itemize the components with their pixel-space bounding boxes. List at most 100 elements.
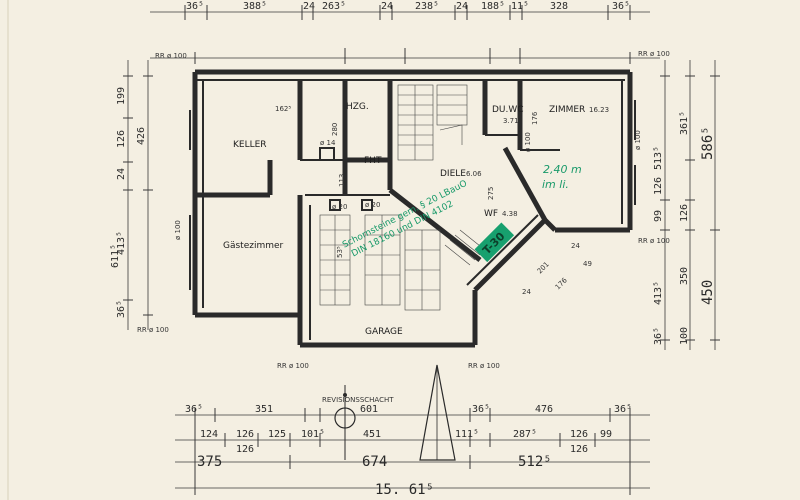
revision-shaft (334, 385, 356, 460)
right-dim-361: 361⁵ (679, 111, 690, 135)
room-wf: WF (484, 209, 498, 219)
right-dim-100: 100 (679, 327, 690, 345)
left-dim-199: 199 (116, 87, 127, 105)
left-dim-24: 24 (116, 168, 127, 180)
top-dim-0: 36⁵ (186, 1, 204, 12)
left-dim-611: 611⁵ (110, 244, 121, 268)
bottom-r2b-0: 126 (236, 444, 254, 455)
left-dim-36: 36⁵ (116, 300, 127, 318)
bottom-r2b-1: 126 (570, 444, 588, 455)
right-dim-36: 36⁵ (653, 327, 664, 345)
right-dim-126: 126 (653, 177, 664, 195)
room-zimmer-area: 16.23 (589, 106, 609, 114)
top-reference-ticks (194, 48, 631, 64)
dim-garage-53: 53⁵ (336, 246, 344, 258)
top-dim-6: 24 (456, 1, 468, 12)
room-fht: FHT (364, 156, 382, 166)
dim-gaeste-100: ø 100 (174, 220, 182, 240)
revision-shaft-label: REVISIONSSCHACHT (322, 396, 394, 404)
top-dim-10: 36⁵ (612, 1, 630, 12)
right-dim-350: 350 (679, 267, 690, 285)
rr-label-bottom: RR ø 100 (277, 362, 309, 370)
top-dim-9: 328 (550, 1, 568, 12)
rr-label-bottom-left: RR ø 100 (137, 326, 169, 334)
rr-label-bottom-right: RR ø 100 (468, 362, 500, 370)
dim-keller-width: 162⁵ (275, 105, 291, 113)
top-dim-5: 238⁵ (415, 1, 439, 12)
room-diele: DIELE (440, 169, 466, 179)
rr-label-right: RR ø 100 (638, 237, 670, 245)
bottom-r1-4: 36⁵ (614, 404, 632, 415)
bottom-r3-2: 512⁵ (518, 454, 552, 470)
height-note-line2: im li. (542, 178, 569, 191)
right-dim-99: 99 (653, 210, 664, 222)
dim-zimmer-100: ø 100 (524, 132, 532, 152)
dim-24: 24 (522, 288, 531, 296)
total-length: 15. 61⁵ (375, 482, 434, 498)
bottom-r2-7: 126 (570, 429, 588, 440)
bottom-r1-1: 351 (255, 404, 273, 415)
dim-24b: 24 (571, 242, 580, 250)
rr-label-top-left: RR ø 100 (155, 52, 187, 60)
top-dim-4: 24 (381, 1, 393, 12)
dim-176: 176 (531, 111, 539, 125)
room-hzg: HZG. (346, 102, 369, 112)
rr-label-top-right: RR ø 100 (638, 50, 670, 58)
top-dim-8: 11⁵ (511, 1, 529, 12)
right-dimension-lines (660, 60, 720, 350)
bottom-r2-5: 111⁵ (455, 429, 479, 440)
left-dimension-lines (123, 60, 153, 330)
top-dim-1: 388⁵ (243, 1, 267, 12)
chimney-annotation: Schornsteine gem. § 20 LBauO DIN 18160 u… (341, 179, 469, 260)
top-dim-3: 263⁵ (322, 1, 346, 12)
right-dim-513: 513⁵ (653, 146, 664, 170)
room-duwc-area: 3.71 (503, 117, 519, 125)
chimney-20a: ø 20 (332, 203, 347, 211)
bottom-r3-1: 674 (362, 454, 387, 470)
bottom-r2-0: 124 (200, 429, 218, 440)
dim-hzg-height: 280 (331, 123, 339, 136)
windows (189, 100, 636, 290)
bottom-r2-3: 101⁵ (301, 429, 325, 440)
garage-hatching (319, 214, 441, 311)
room-keller: KELLER (233, 140, 267, 150)
dim-201: 201 (536, 260, 551, 275)
left-dim-426: 426 (136, 127, 147, 145)
bottom-r2-8: 99 (600, 429, 612, 440)
bottom-r2-1: 126 (236, 429, 254, 440)
dim-fht-height: 113 (338, 174, 346, 187)
north-arrow (419, 364, 456, 461)
dim-275: 275 (487, 187, 495, 200)
bottom-r2-4: 451 (363, 429, 381, 440)
room-zimmer: ZIMMER (549, 105, 585, 115)
bottom-r1-2: 36⁵ (472, 404, 490, 415)
dim-right-100: ø 100 (634, 130, 642, 150)
top-dimension-line: 36⁵ 388⁵ 24 263⁵ 24 238⁵ 24 188⁵ 11⁵ 328… (150, 1, 650, 20)
chimney-20b: ø 20 (365, 201, 380, 209)
staircase (397, 84, 468, 161)
chimney-boxes (319, 147, 373, 211)
bottom-r3-0: 375 (197, 454, 222, 470)
right-dim-413: 413⁵ (653, 281, 664, 305)
top-dim-7: 188⁵ (481, 1, 505, 12)
dim-49: 49 (583, 260, 592, 268)
left-dim-413: 413⁵ (116, 231, 127, 255)
bottom-r1-3: 476 (535, 404, 553, 415)
bottom-dimension-lines (175, 408, 650, 495)
dim-176b: 176 (554, 276, 569, 291)
bottom-r2-6: 287⁵ (513, 429, 537, 440)
walls (192, 69, 633, 348)
room-diele-area: 6.06 (466, 170, 482, 178)
bottom-r2-2: 125 (268, 429, 286, 440)
top-dim-2: 24 (303, 1, 315, 12)
bottom-r1-0: 36⁵ (185, 404, 203, 415)
right-dim-450: 450 (700, 280, 716, 305)
room-gaestezimmer: Gästezimmer (223, 241, 284, 251)
room-wf-area: 4.38 (502, 210, 518, 218)
revision-dim: 601 (360, 404, 378, 415)
height-note-line1: 2,40 m (543, 163, 582, 176)
left-dim-126: 126 (116, 130, 127, 148)
room-duwc: DU.WC (492, 105, 524, 115)
chimney-14: ø 14 (320, 139, 336, 147)
